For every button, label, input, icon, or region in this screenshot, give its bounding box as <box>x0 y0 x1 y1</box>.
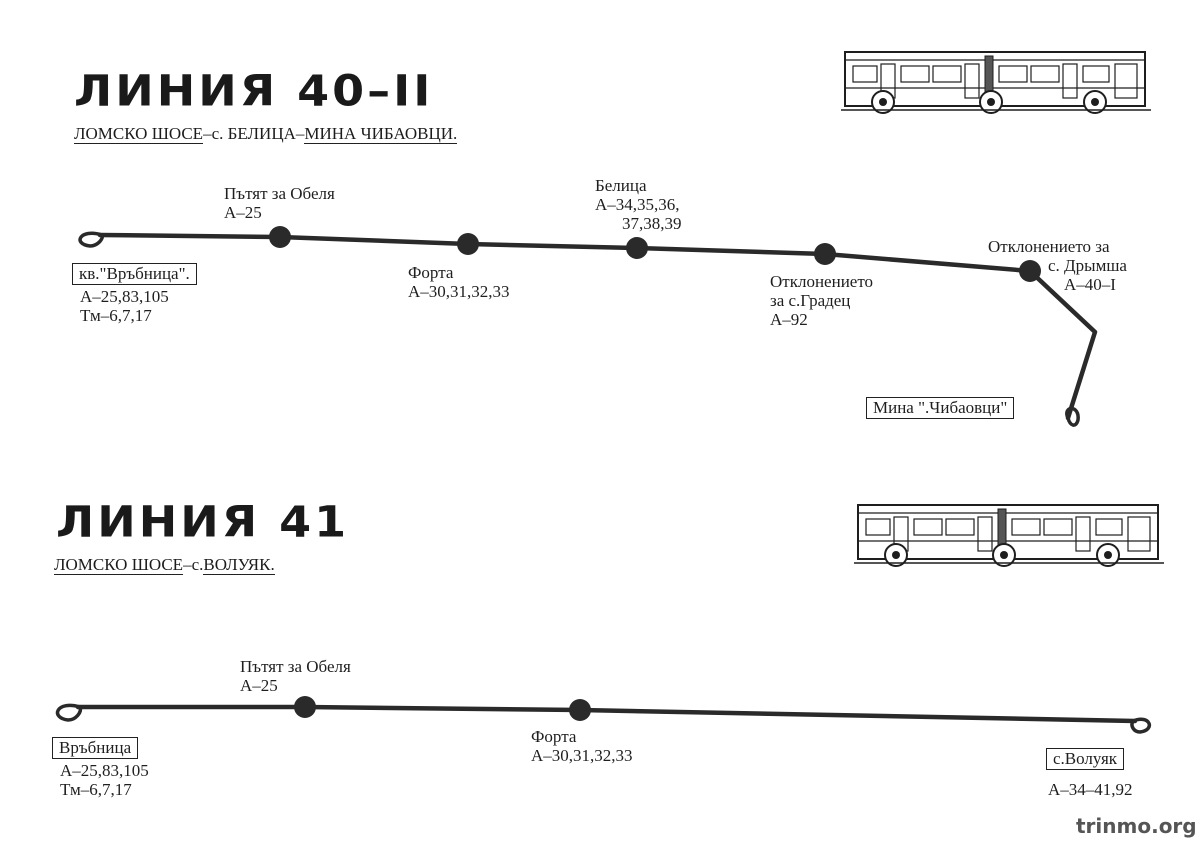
route-part-lomsko: ЛОМСКО ШОСЕ <box>74 124 204 144</box>
terminus-loop-voluyak <box>1130 717 1152 734</box>
stop-dramsha-conn1: с. Дрымша <box>1048 256 1127 275</box>
route-part-s-41: –с. <box>183 555 204 574</box>
terminus-chibaovtsi-label: Мина ".Чибаовци" <box>866 397 1015 419</box>
stop-forta-40-label: Форта <box>408 263 454 282</box>
bus-illustration-bottom <box>853 504 1165 567</box>
terminus-vrabnitsa-41-label: Връбница <box>52 737 139 759</box>
stop-obelya-40-label: Пътят за Обеля <box>224 184 335 203</box>
stop-forta-40-conn: А–30,31,32,33 <box>408 282 510 301</box>
stop-marker-obelya-40 <box>269 226 291 248</box>
stop-forta-41-label: Форта <box>531 727 577 746</box>
route-part-voluyak: ВОЛУЯК. <box>203 555 275 575</box>
stop-markers-41 <box>294 696 591 721</box>
stop-belitsa-conn2: 37,38,39 <box>622 214 682 233</box>
terminus-voluyak-conn: А–34–41,92 <box>1048 780 1133 799</box>
terminus-voluyak-label: с.Волуяк <box>1046 748 1125 770</box>
terminus-vrabnitsa-40-label: кв."Връбница". <box>72 263 197 285</box>
stop-gradets-conn2: А–92 <box>770 310 808 329</box>
terminus-loop-vrabnitsa-40 <box>78 231 105 248</box>
line-41-route: ЛОМСКО ШОСЕ–с.ВОЛУЯК. <box>54 555 275 575</box>
stop-marker-belitsa <box>626 237 648 259</box>
route-part-chibaovtsi: МИНА ЧИБАОВЦИ. <box>304 124 458 144</box>
stop-belitsa-conn1: А–34,35,36, <box>595 195 680 214</box>
stop-marker-gradets <box>814 243 836 265</box>
route-part-lomsko-41: ЛОМСКО ШОСЕ <box>54 555 184 575</box>
route-part-belitsa: –с. БЕЛИЦА– <box>203 124 305 143</box>
stop-marker-obelya-41 <box>294 696 316 718</box>
bus-illustration-top <box>840 51 1152 114</box>
line-41-title: ЛИНИЯ 41 <box>56 497 350 547</box>
route-line-40 <box>97 232 1098 421</box>
terminus-vrabnitsa-41-conn1: А–25,83,105 <box>60 761 149 780</box>
stop-obelya-41-label: Пътят за Обеля <box>240 657 351 676</box>
terminus-loop-chibaovtsi <box>1065 406 1080 427</box>
stop-belitsa-label: Белица <box>595 176 647 195</box>
stop-markers-40 <box>269 226 1041 282</box>
stop-gradets-conn1: за с.Градец <box>770 291 851 310</box>
stop-obelya-40-conn: А–25 <box>224 203 262 222</box>
terminus-vrabnitsa-40-conn1: А–25,83,105 <box>80 287 169 306</box>
stop-obelya-41-conn: А–25 <box>240 676 278 695</box>
watermark: trinmo.org <box>1076 814 1197 838</box>
line-40-route: ЛОМСКО ШОСЕ–с. БЕЛИЦА–МИНА ЧИБАОВЦИ. <box>74 124 458 144</box>
stop-marker-forta-41 <box>569 699 591 721</box>
line-40-title: ЛИНИЯ 40–II <box>74 66 434 116</box>
stop-dramsha-conn2: А–40–I <box>1064 275 1116 294</box>
stop-gradets-label: Отклонението <box>770 272 874 291</box>
terminus-vrabnitsa-41-conn2: Тм–6,7,17 <box>60 780 132 799</box>
stop-marker-forta-40 <box>457 233 479 255</box>
route-line-41 <box>75 704 1138 724</box>
stop-dramsha-label: Отклонението за <box>988 237 1110 256</box>
stop-marker-dramsha <box>1019 260 1041 282</box>
stop-forta-41-conn: А–30,31,32,33 <box>531 746 633 765</box>
terminus-loop-vrabnitsa-41 <box>55 703 83 722</box>
terminus-vrabnitsa-40-conn2: Тм–6,7,17 <box>80 306 152 325</box>
